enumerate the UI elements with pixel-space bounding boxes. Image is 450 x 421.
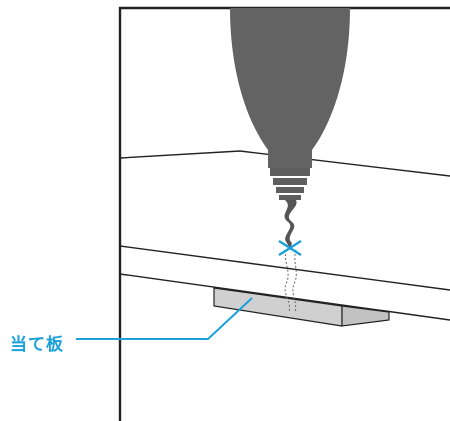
backing-board	[213, 287, 390, 327]
backing-board-end	[341, 305, 390, 327]
drill-chuck-ring-1	[273, 178, 307, 185]
shelf-back-edge	[119, 150, 450, 177]
backing-board-front	[213, 287, 343, 327]
drill-body	[230, 8, 350, 168]
drill-chuck-ring-2	[276, 187, 304, 193]
drill-icon	[230, 8, 350, 250]
drill-chuck-top	[270, 168, 310, 176]
callout-leader	[76, 297, 253, 340]
shelf-bottom-edge	[119, 273, 450, 321]
drill-chuck-ring-3	[279, 195, 301, 200]
shelf-top-edge	[119, 245, 450, 291]
drill-bit	[284, 200, 297, 250]
callout-label-backing-board: 当て板	[10, 335, 64, 355]
cross-mark-icon	[278, 239, 302, 257]
